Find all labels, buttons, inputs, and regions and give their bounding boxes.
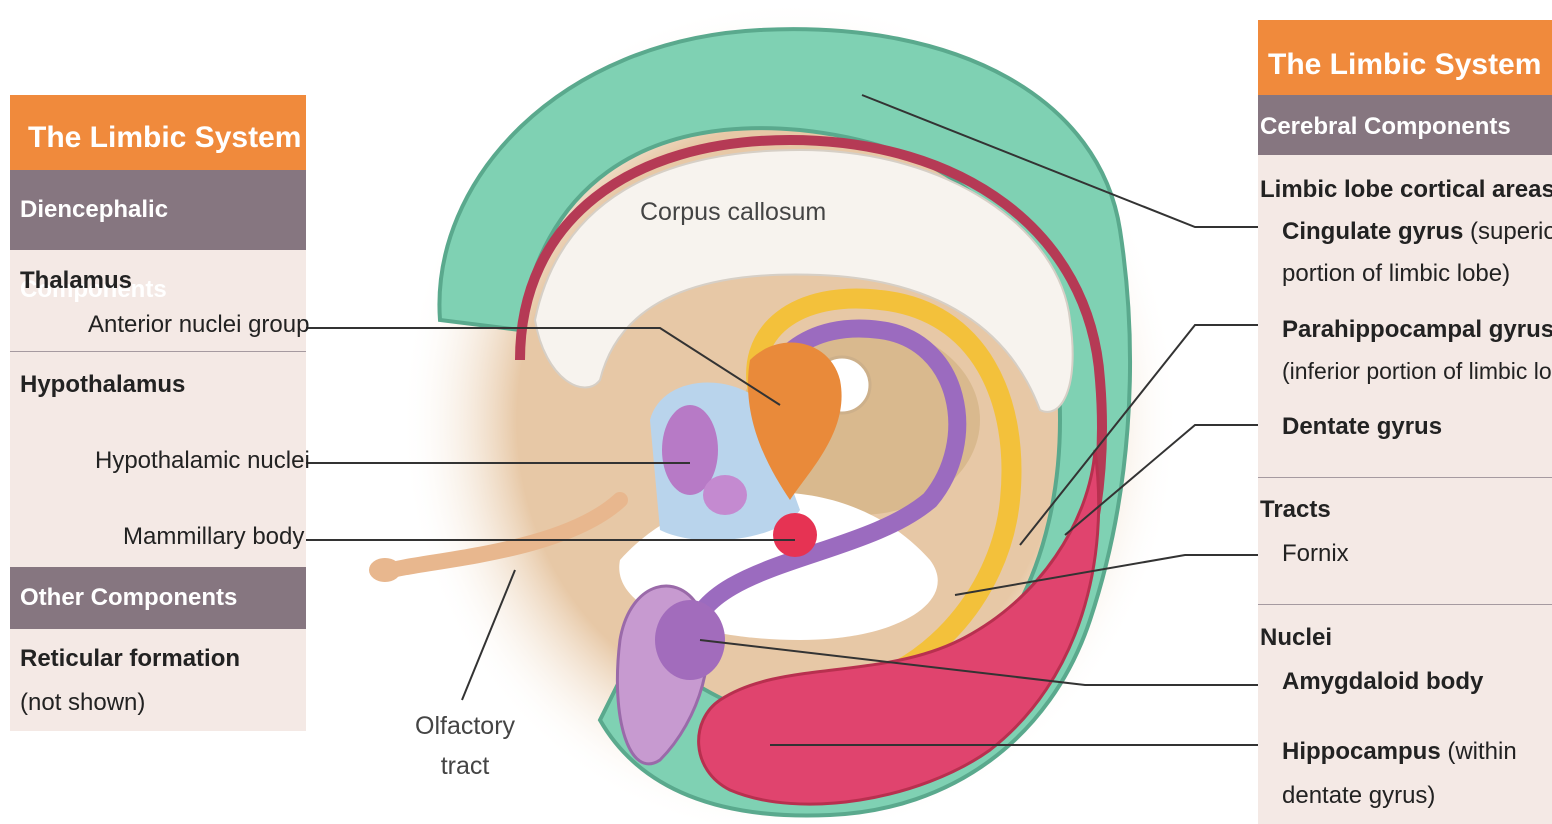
other-components-header-text: Other Components [20, 584, 237, 611]
diencephalic-header: Diencephalic Components [10, 170, 306, 250]
right-divider-1 [1258, 477, 1552, 478]
mammillary-body-label: Mammillary body [123, 523, 304, 551]
olfactory-label-line1: Olfactory [415, 706, 515, 746]
corpus-callosum-label: Corpus callosum [640, 198, 826, 227]
cerebral-header-text: Cerebral Components [1260, 113, 1511, 140]
other-components-header: Other Components [10, 567, 306, 629]
limbic-lobe-heading: Limbic lobe cortical areas [1260, 176, 1552, 204]
parahippocampal-note: (inferior portion of limbic lobe [1282, 358, 1552, 385]
nuclei-heading: Nuclei [1260, 624, 1332, 652]
anterior-nuclei-label: Anterior nuclei group [88, 311, 309, 339]
mammillary-body-shape [773, 513, 817, 557]
dentate-gyrus-label: Dentate gyrus [1282, 413, 1442, 441]
hypothalamus-heading: Hypothalamus [20, 371, 185, 399]
olfactory-label-line2: tract [415, 746, 515, 786]
hypothalamic-nuclei-label: Hypothalamic nuclei [95, 447, 310, 475]
right-divider-2 [1258, 604, 1552, 605]
right-legend-panel: The Limbic System Cerebral Components Li… [1258, 20, 1552, 824]
left-panel-title: The Limbic System [10, 95, 306, 170]
left-divider-1 [10, 351, 306, 352]
left-legend-panel: The Limbic System Diencephalic Component… [10, 95, 306, 731]
reticular-formation-heading: Reticular formation [20, 645, 240, 673]
hippocampus-label: Hippocampus [1282, 738, 1441, 765]
cingulate-gyrus-label: Cingulate gyrus [1282, 218, 1463, 245]
amygdaloid-body-label: Amygdaloid body [1282, 668, 1483, 696]
right-panel-title-text: The Limbic System [1268, 48, 1541, 81]
parahippocampal-gyrus-label: Parahippocampal gyrus [1282, 316, 1552, 344]
tracts-heading: Tracts [1260, 496, 1331, 524]
right-panel-title: The Limbic System [1258, 20, 1552, 95]
hippocampus-entry: Hippocampus (within [1282, 738, 1517, 766]
cingulate-note-2: portion of limbic lobe) [1282, 260, 1510, 288]
hippocampus-note-1: (within [1447, 738, 1516, 765]
cerebral-header: Cerebral Components [1258, 95, 1552, 155]
olfactory-tract-label: Olfactory tract [415, 706, 515, 786]
cingulate-note-1: (superior [1470, 218, 1552, 245]
hippocampus-note-2: dentate gyrus) [1282, 782, 1435, 810]
thalamus-heading: Thalamus [20, 267, 132, 295]
left-panel-title-text: The Limbic System [28, 121, 301, 154]
cingulate-gyrus-entry: Cingulate gyrus (superior [1282, 218, 1552, 246]
reticular-note: (not shown) [20, 689, 145, 717]
fornix-label: Fornix [1282, 540, 1349, 568]
